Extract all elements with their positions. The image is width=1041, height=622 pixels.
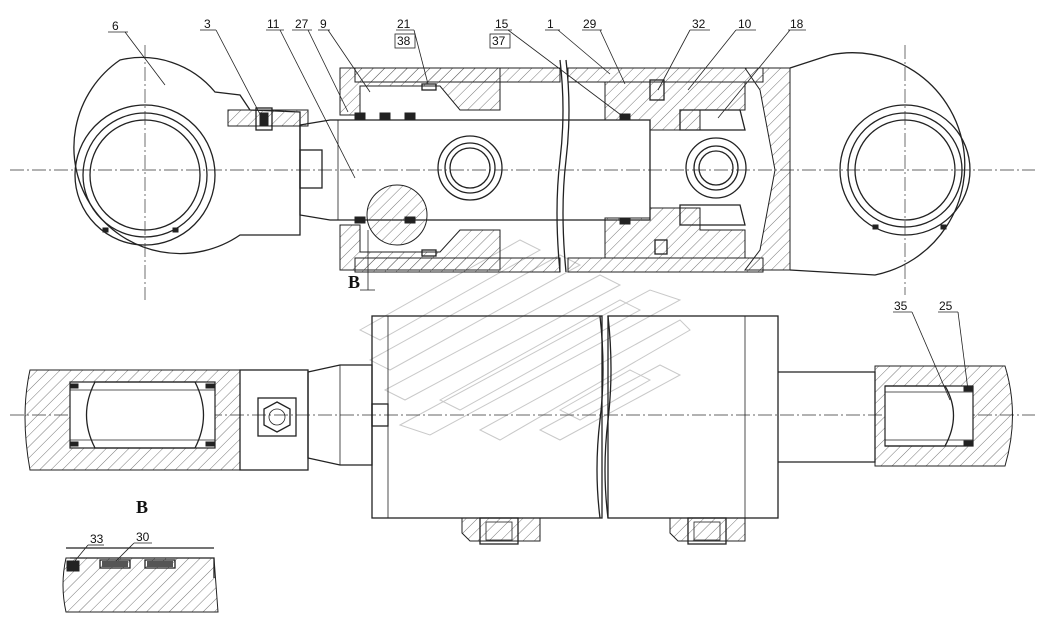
callout-10: 10 [738, 17, 752, 31]
callout-32: 32 [692, 17, 706, 31]
callout-29: 29 [583, 17, 597, 31]
callouts-top: 6 3 11 27 9 21 38 15 37 1 29 32 [108, 17, 806, 292]
callout-11: 11 [267, 17, 280, 31]
callout-1: 1 [547, 17, 554, 31]
section-view-top [10, 45, 1035, 300]
callout-18: 18 [790, 17, 804, 31]
callout-33: 33 [90, 532, 104, 546]
end-cap-right-eye [744, 45, 971, 295]
callout-6: 6 [112, 19, 119, 33]
cylinder-barrel-part-1 [354, 67, 764, 273]
callout-3: 3 [204, 17, 211, 31]
callout-37: 37 [492, 34, 506, 48]
watermark-logo [358, 239, 691, 441]
outer-view-bottom [10, 315, 1035, 545]
callout-21: 21 [397, 17, 411, 31]
rod-gland-part-9 [339, 67, 501, 271]
callout-15: 15 [495, 17, 509, 31]
detail-b: B 33 30 [62, 497, 219, 613]
callout-30: 30 [136, 530, 150, 544]
hex-socket-plug-icon [263, 401, 291, 433]
callouts-bottom: 35 25 [893, 299, 969, 401]
piston-part-15 [604, 79, 747, 259]
callout-27: 27 [295, 17, 309, 31]
view-b-label: B [348, 272, 360, 292]
callout-9: 9 [320, 17, 327, 31]
left-eye-part-6 [73, 45, 309, 300]
detail-b-title: B [136, 497, 148, 517]
piston-rod-part-11 [299, 59, 651, 273]
callout-25: 25 [939, 299, 953, 313]
callout-38: 38 [397, 34, 411, 48]
callout-35: 35 [894, 299, 908, 313]
